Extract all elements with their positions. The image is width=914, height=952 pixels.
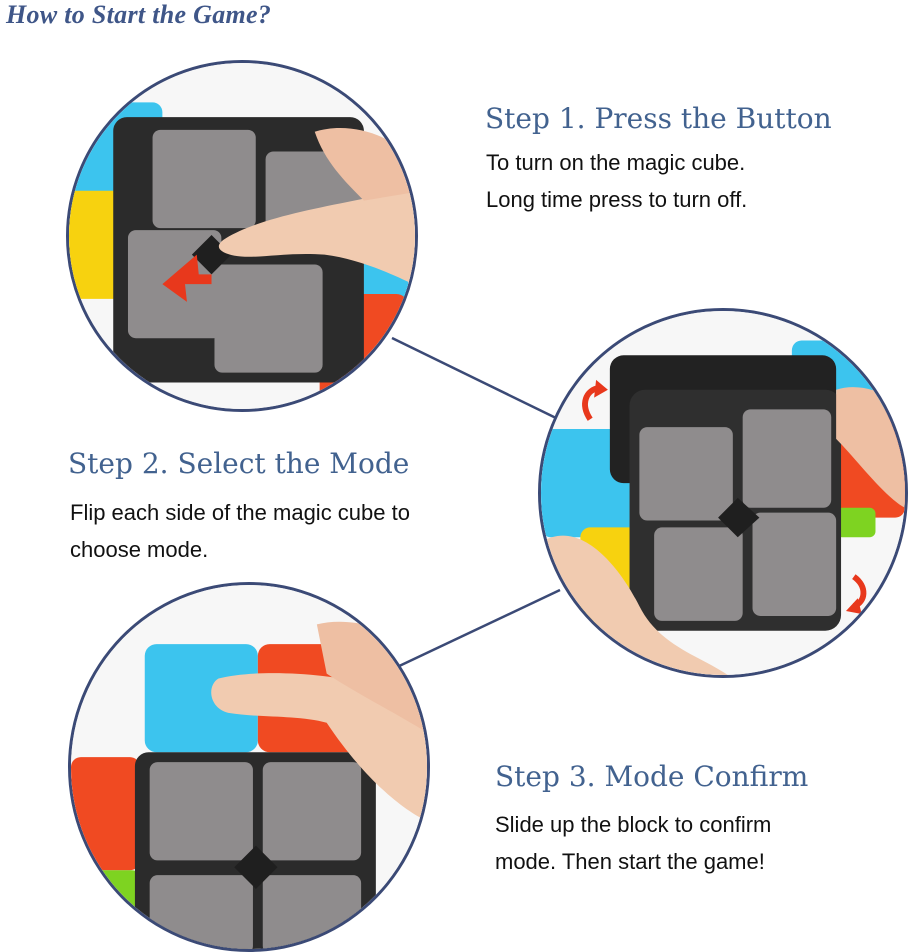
step1-line-1: To turn on the magic cube. [486,150,746,175]
step3-line-2: mode. Then start the game! [495,849,765,874]
step3-photo [68,582,430,952]
step2-line-1: Flip each side of the magic cube to [70,500,410,525]
step2-heading: Step 2. Select the Mode [68,447,410,480]
step2-photo [538,308,908,678]
step2-line-2: choose mode. [70,537,209,562]
step1-heading: Step 1. Press the Button [485,102,832,135]
step1-line-2: Long time press to turn off. [486,187,748,212]
step3-line-1: Slide up the block to confirm [495,812,772,837]
cube-slide-block-photo [71,585,427,949]
connector-line-1 [391,336,557,420]
page-title: How to Start the Game? [6,0,272,29]
connector-line-2 [394,588,561,670]
cube-flip-side-photo [541,311,905,675]
step1-photo [66,60,418,412]
step3-heading: Step 3. Mode Confirm [495,760,809,793]
cube-press-button-photo [69,63,415,409]
